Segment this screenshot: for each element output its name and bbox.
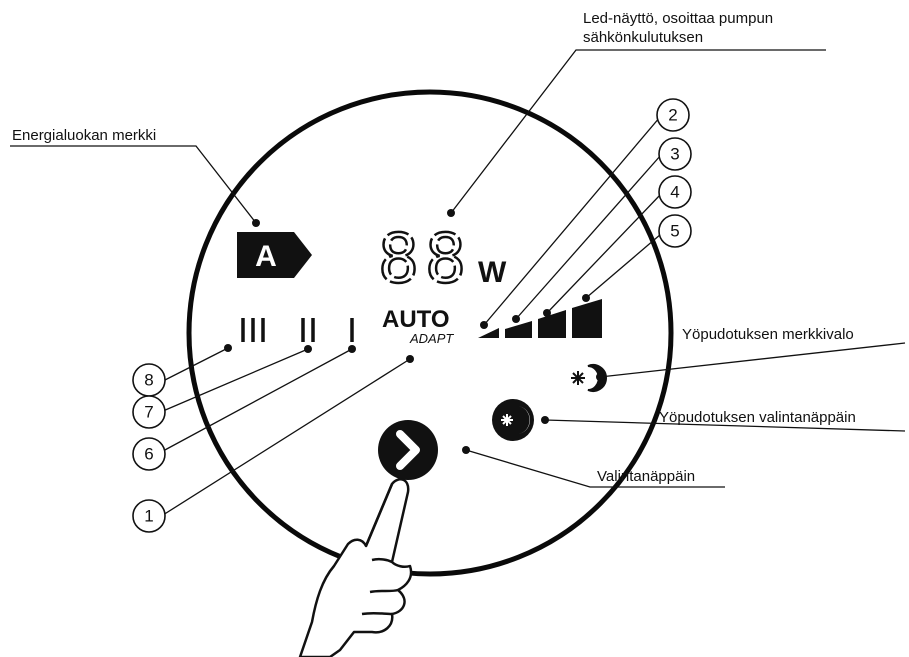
led-display-label-line2: sähkönkulutuksen [583,29,703,46]
callout-3-number: 3 [670,145,679,164]
select-button-label: Valintanäppäin [597,468,695,485]
callout-2-number: 2 [668,106,677,125]
night-indicator-icon [571,364,607,392]
hand-pointer-icon [298,478,413,657]
callout-6: 6 [132,437,166,471]
callout-5: 5 [658,214,692,248]
callout-5-number: 5 [670,222,679,241]
callout-2: 2 [656,98,690,132]
callout-7-number: 7 [144,403,153,422]
leader-dots [224,209,604,454]
leader-lines [10,49,906,516]
callout-3: 3 [658,137,692,171]
night-button-label: Yöpudotuksen valintanäppäin [659,409,856,426]
chevron-right-icon [396,430,420,470]
callout-1-number: 1 [144,507,153,526]
adapt-label: ADAPT [409,331,454,346]
select-button[interactable] [378,420,438,480]
led-display-label-line1: Led-näyttö, osoittaa pumpun [583,10,773,27]
speed-mark-2 [301,318,315,342]
night-indicator-label: Yöpudotuksen merkkivalo [682,326,854,343]
power-bar-4 [572,299,602,338]
callout-1: 1 [132,499,166,533]
power-bar-3 [538,310,566,338]
panel-outline [186,89,674,577]
callout-6-number: 6 [144,445,153,464]
callout-7: 7 [132,395,166,429]
speed-marks [241,318,354,342]
energy-class-badge: A [237,232,312,278]
energy-class-label: Energialuokan merkki [12,127,156,144]
led-digits: 88 [378,220,472,299]
power-bar-2 [505,321,532,338]
auto-label: AUTO [382,306,450,333]
speed-mark-3 [241,318,265,342]
power-bar-1 [478,328,499,338]
led-display: 88 W [377,219,507,301]
callout-8-number: 8 [144,371,153,390]
night-mode-button[interactable] [492,399,534,441]
energy-class-letter: A [255,240,277,273]
led-unit: W [478,256,507,289]
callout-4: 4 [658,175,692,209]
power-level-bars [478,299,602,338]
callout-8: 8 [132,363,166,397]
callout-4-number: 4 [670,183,679,202]
